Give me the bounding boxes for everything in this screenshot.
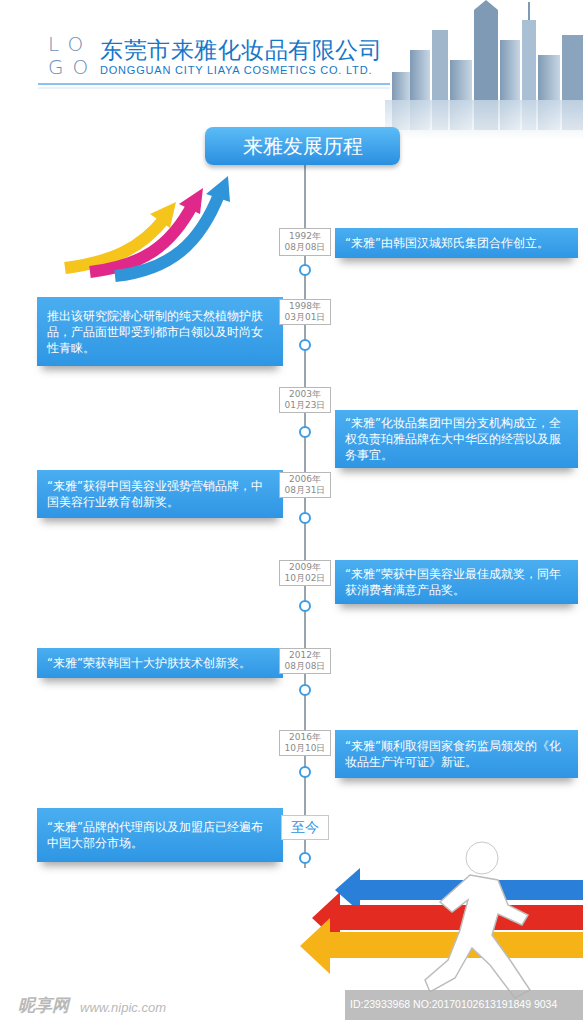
event-box: “来雅”品牌的代理商以及加盟店已经遍布中国大部分市场。 (37, 808, 283, 862)
timeline-connector (304, 586, 306, 648)
date-box: 2003年 01月23日 (279, 387, 331, 413)
event-box: “来雅”荣获韩国十大护肤技术创新奖。 (37, 648, 283, 678)
timeline-dot (300, 767, 310, 777)
event-text: “来雅”荣获韩国十大护肤技术创新奖。 (47, 655, 251, 671)
date-box: 2006年 08月31日 (279, 472, 331, 498)
logo-text: LO (48, 32, 92, 56)
title-text: 来雅发展历程 (243, 133, 363, 160)
timeline-connector (304, 256, 306, 299)
date-text: 2012年 08月08日 (282, 650, 328, 672)
company-name-en: DONGGUAN CITY LIAYA COSMETICS CO. LTD. (100, 64, 372, 76)
timeline-connector (304, 498, 306, 560)
timeline-line (304, 165, 306, 228)
ribbon-arrows (65, 176, 230, 276)
timeline-dot (300, 601, 310, 611)
timeline-connector (304, 674, 306, 730)
timeline-connector (304, 413, 306, 472)
event-text: “来雅”化妆品集团中国分支机构成立，全权负责珀雅品牌在大中华区的经营以及服务事宜… (345, 415, 568, 463)
watermark: www.nipic.com (80, 1000, 166, 1015)
timeline-dot (300, 685, 310, 695)
watermark-strip (345, 990, 583, 1020)
event-box: “来雅”顺利取得国家食药监局颁发的《化妆品生产许可证》新证。 (335, 730, 578, 778)
date-text: 2016年 10月10日 (282, 732, 328, 754)
event-box: “来雅”获得中国美容业强势营销品牌，中国美容行业教育创新奖。 (37, 470, 283, 518)
event-text: “来雅”由韩国汉城郑氏集团合作创立。 (345, 235, 549, 251)
timeline-dot (300, 340, 310, 350)
event-text: 推出该研究院潜心研制的纯天然植物护肤品，产品面世即受到都市白领以及时尚女性青睐。 (47, 308, 273, 356)
watermark-id: ID:23933968 NO:20170102613191849 9034 (350, 998, 557, 1010)
event-box: “来雅”由韩国汉城郑氏集团合作创立。 (335, 228, 578, 258)
timeline-dot (300, 513, 310, 523)
date-box: 2009年 10月02日 (279, 560, 331, 586)
timeline-dot (300, 265, 310, 275)
date-text: 2006年 08月31日 (282, 474, 328, 496)
event-box: 推出该研究院潜心研制的纯天然植物护肤品，产品面世即受到都市白领以及时尚女性青睐。 (37, 297, 283, 366)
logo-text: GO (48, 55, 97, 79)
header-rule (38, 83, 390, 85)
title-banner: 来雅发展历程 (205, 127, 400, 165)
date-box: 2012年 08月08日 (279, 648, 331, 674)
date-box: 1998年 03月01日 (279, 299, 331, 325)
timeline-dot (300, 427, 310, 437)
timeline-line (304, 840, 306, 868)
date-box: 1992年 08月08日 (279, 228, 331, 256)
event-text: “来雅”顺利取得国家食药监局颁发的《化妆品生产许可证》新证。 (345, 738, 568, 770)
event-text: “来雅”获得中国美容业强势营销品牌，中国美容行业教育创新奖。 (47, 478, 273, 510)
header-rule (38, 88, 390, 89)
timeline-connector (304, 756, 306, 815)
city-skyline (385, 0, 583, 140)
company-name: 东莞市来雅化妆品有限公司 (100, 35, 382, 66)
date-text: 2009年 10月02日 (282, 562, 328, 584)
timeline-dot (300, 853, 310, 863)
event-box: “来雅”化妆品集团中国分支机构成立，全权负责珀雅品牌在大中华区的经营以及服务事宜… (335, 410, 578, 468)
date-box: 至今 (281, 815, 329, 840)
date-text: 2003年 01月23日 (282, 389, 328, 411)
event-box: “来雅”荣获中国美容业最佳成就奖，同年获消费者满意产品奖。 (335, 560, 578, 604)
runner-arrows (300, 842, 583, 998)
date-text: 至今 (291, 822, 319, 833)
date-box: 2016年 10月10日 (279, 730, 331, 756)
event-text: “来雅”品牌的代理商以及加盟店已经遍布中国大部分市场。 (47, 819, 273, 851)
date-text: 1998年 03月01日 (282, 301, 328, 323)
date-text: 1992年 08月08日 (282, 231, 328, 253)
timeline-connector (304, 325, 306, 387)
event-text: “来雅”荣获中国美容业最佳成就奖，同年获消费者满意产品奖。 (345, 566, 568, 598)
watermark: 昵享网 (18, 994, 69, 1017)
